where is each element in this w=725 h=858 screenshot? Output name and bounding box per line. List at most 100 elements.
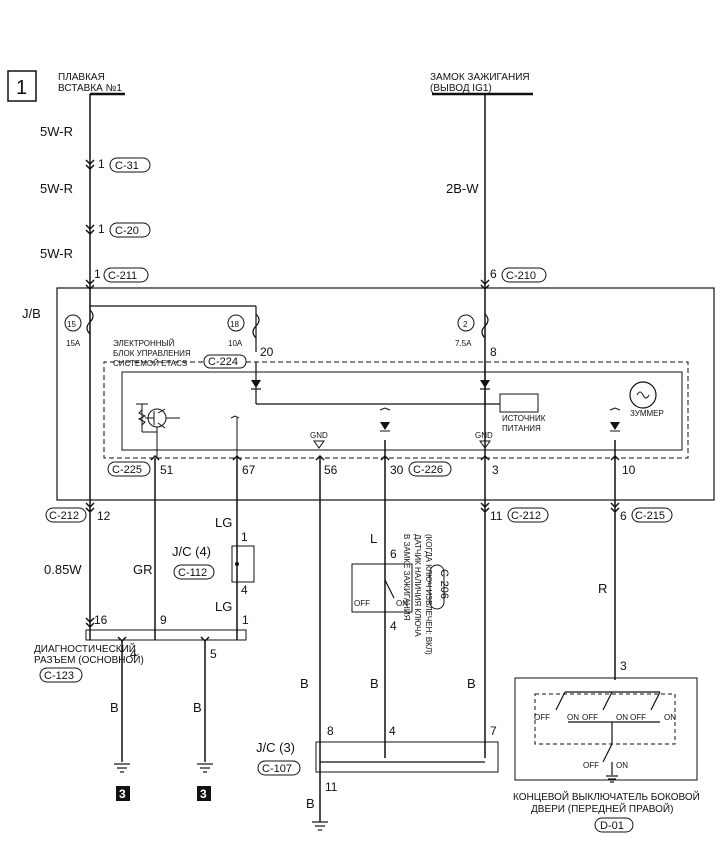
connector-c211: C-211 (108, 270, 137, 282)
connector-c226: C-226 (413, 464, 443, 476)
diode-4 (610, 422, 620, 430)
etacs-label-1: ЭЛЕКТРОННЫЙ (113, 339, 175, 348)
connector-c20: C-20 (115, 225, 139, 237)
door-off-4: OFF (583, 761, 599, 770)
gnd-triangle-56 (313, 440, 325, 449)
pin-3: 3 (492, 463, 499, 477)
door-off-1: OFF (534, 713, 550, 722)
pin-c210: 6 (490, 267, 497, 281)
gnd-triangle-3 (479, 440, 491, 449)
connector-chevrons-right (480, 279, 490, 291)
wire-label-lg-1: LG (215, 515, 232, 530)
ground-symbol-diag-4 (114, 763, 130, 773)
etacs-output-wires (154, 440, 616, 808)
diag-ground-wires (117, 636, 210, 762)
connector-c212-right: C-212 (511, 510, 541, 522)
diode-3 (380, 422, 390, 430)
door-on-1: ON (567, 713, 579, 722)
connector-c215: C-215 (635, 510, 665, 522)
diode-4-stub (609, 407, 621, 411)
fuse-18-amp: 10A (228, 339, 243, 348)
connector-c212-right-box (507, 507, 549, 523)
joint-connector-4 (231, 545, 255, 583)
wire-label-085w: 0.85W (44, 562, 82, 577)
pin-16: 16 (94, 613, 108, 627)
fuse-15-symbol (86, 309, 94, 335)
connector-c112-box (173, 564, 215, 580)
door-switch-dashed (534, 693, 676, 745)
wire-label-5wr-1: 5W-R (40, 124, 73, 139)
door-switch-label-1: КОНЦЕВОЙ ВЫКЛЮЧАТЕЛЬ БОКОВОЙ (513, 790, 700, 803)
connector-c206: C-206 (438, 569, 450, 599)
fuse-2-number-circle (457, 314, 475, 332)
buzzer-label: ЗУММЕР (630, 409, 664, 418)
gnd-label-56: GND (310, 431, 328, 440)
pin-c31: 1 (98, 157, 105, 171)
wire-label-l: L (370, 531, 377, 546)
key-sensor-label-1: ДАТЧИК НАЛИЧИЯ КЛЮЧА (413, 534, 422, 637)
ground-ref-1: 3 (119, 787, 126, 801)
pin-67: 67 (242, 463, 256, 477)
pin-key-4: 4 (390, 619, 397, 633)
pin-8: 8 (490, 345, 497, 359)
connector-c31: C-31 (115, 160, 139, 172)
connector-c20-box (109, 222, 151, 238)
pin-20: 20 (260, 345, 274, 359)
pin-c211: 1 (94, 267, 101, 281)
door-off-2: OFF (582, 713, 598, 722)
power-supply-block (499, 393, 539, 413)
wire-label-b-4: B (370, 676, 379, 691)
ground-symbol-jc3 (312, 821, 328, 831)
wire-label-b-1: B (110, 700, 119, 715)
gnd-label-3: GND (475, 431, 493, 440)
connector-d01: D-01 (600, 820, 624, 832)
wire-label-b-2: B (193, 700, 202, 715)
fuse-15-number-circle (64, 314, 82, 332)
ignition-label-2: (ВЫВОД IG1) (430, 83, 492, 94)
wire-label-b-6: B (306, 796, 315, 811)
page-number: 1 (16, 77, 27, 99)
diagnostic-label-1: ДИАГНОСТИЧЕСКИЙ (34, 642, 136, 655)
power-supply-label-1: ИСТОЧНИК (502, 414, 546, 423)
diode-2 (480, 380, 490, 388)
pin-jc4-4: 4 (241, 583, 248, 597)
fuse-link-label-1: ПЛАВКАЯ (58, 72, 105, 83)
pin-51: 51 (160, 463, 174, 477)
buzzer-icon-wave (636, 391, 650, 399)
wire-label-b-5: B (467, 676, 476, 691)
etacs-inner-box (121, 371, 683, 451)
page-number-box (7, 70, 37, 102)
ground-ref-box-1 (116, 786, 130, 801)
joint-connector-3 (315, 741, 499, 773)
pin-10: 10 (622, 463, 636, 477)
connector-c212-left-box (45, 507, 87, 523)
etacs-label-2: БЛОК УПРАВЛЕНИЯ (113, 349, 191, 358)
buzzer-icon (629, 381, 657, 409)
door-switch-contacts (555, 691, 661, 775)
key-sensor-off: OFF (354, 599, 370, 608)
connector-c225: C-225 (112, 464, 142, 476)
connector-chevrons-left (85, 159, 95, 629)
diode-3-stub (379, 407, 391, 411)
wire-label-5wr-3: 5W-R (40, 246, 73, 261)
door-on-3: ON (664, 713, 676, 722)
diode-1 (251, 380, 261, 388)
connector-c112: C-112 (178, 567, 207, 579)
ground-ref-2: 3 (200, 787, 207, 801)
pin-30: 30 (390, 463, 404, 477)
ignition-label-1: ЗАМОК ЗАЖИГАНИЯ (430, 72, 530, 83)
pin-jc3-7: 7 (490, 724, 497, 738)
fuse-18-number-circle (227, 314, 245, 332)
door-on-4: ON (616, 761, 628, 770)
key-sensor-box (351, 563, 413, 613)
pin-12: 12 (97, 509, 111, 523)
connector-c224: C-224 (208, 356, 238, 368)
fuse-2-amp: 7.5A (455, 339, 472, 348)
wire-label-lg-2: LG (215, 599, 232, 614)
key-sensor-on: ON (396, 599, 408, 608)
pin-key-6: 6 (390, 547, 397, 561)
etacs-output-chevrons (150, 454, 620, 514)
key-sensor-label-2: В ЗАМКЕ ЗАЖИГАНИЯ (402, 534, 411, 621)
connector-c212-left: C-212 (49, 510, 79, 522)
